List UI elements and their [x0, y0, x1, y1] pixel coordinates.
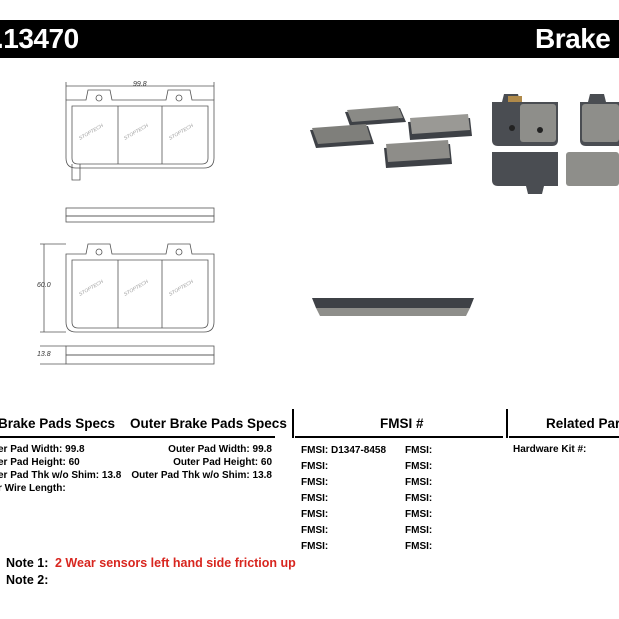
- fmsi-list-right: FMSI: FMSI: FMSI: FMSI: FMSI: FMSI: FMSI…: [405, 443, 432, 555]
- fmsi-entry: FMSI:: [405, 509, 433, 520]
- inner-specs-header: Brake Pads Specs: [0, 416, 116, 431]
- pad-technical-drawing: STOPTECH STOPTECH STOPTECH STOPTECH STOP…: [40, 82, 215, 365]
- outer-pad-height: Outer Pad Height: 60: [173, 457, 272, 468]
- fmsi-header: FMSI #: [380, 416, 424, 431]
- svg-text:STOPTECH: STOPTECH: [78, 279, 105, 298]
- related-rule: [509, 436, 619, 438]
- specs-rule: [0, 436, 275, 438]
- fmsi-entry: FMSI:: [301, 493, 329, 504]
- thickness-dimension: 13.8: [37, 351, 51, 358]
- fmsi-entry: FMSI:: [405, 541, 433, 552]
- inner-pad-height: er Pad Height: 60: [0, 457, 80, 468]
- fmsi-entry: FMSI:: [405, 525, 433, 536]
- pad-set-photo: [310, 106, 472, 168]
- svg-text:STOPTECH: STOPTECH: [168, 279, 195, 298]
- width-dimension: 99.8: [133, 81, 147, 88]
- pad-flat-photo: [492, 94, 619, 194]
- outer-specs-header: Outer Brake Pads Specs: [130, 416, 287, 431]
- inner-specs-list: er Pad Width: 99.8 er Pad Height: 60 er …: [0, 443, 121, 495]
- column-divider: [292, 409, 294, 438]
- outer-pad-thickness: Outer Pad Thk w/o Shim: 13.8: [131, 470, 272, 481]
- height-dimension: 60.0: [37, 282, 51, 289]
- fmsi-entry: FMSI: D1347-8458: [301, 445, 387, 456]
- pad-side-photo: [312, 298, 474, 316]
- outer-specs-list: Outer Pad Width: 99.8 Outer Pad Height: …: [126, 443, 272, 482]
- fmsi-entry: FMSI:: [405, 477, 433, 488]
- header-bar: [0, 20, 619, 58]
- fmsi-entry: FMSI:: [301, 461, 329, 472]
- fmsi-entry: FMSI:: [301, 525, 329, 536]
- inner-wire-length: r Wire Length:: [0, 483, 66, 494]
- svg-text:STOPTECH: STOPTECH: [78, 123, 105, 142]
- svg-text:STOPTECH: STOPTECH: [123, 123, 150, 142]
- fmsi-entry: FMSI:: [301, 541, 329, 552]
- inner-pad-width: er Pad Width: 99.8: [0, 444, 85, 455]
- fmsi-entry: FMSI:: [301, 509, 329, 520]
- fmsi-entry: FMSI:: [405, 445, 433, 456]
- product-title: Brake P: [535, 23, 619, 54]
- fmsi-entry: FMSI:: [301, 477, 329, 488]
- inner-pad-thickness: er Pad Thk w/o Shim: 13.8: [0, 470, 122, 481]
- related-parts-header: Related Par: [546, 416, 619, 431]
- svg-text:STOPTECH: STOPTECH: [123, 279, 150, 298]
- note1-text: 2 Wear sensors left hand side friction u…: [55, 556, 296, 570]
- note1-label: Note 1:: [6, 556, 49, 570]
- column-divider: [506, 409, 508, 438]
- fmsi-rule: [295, 436, 503, 438]
- fmsi-entry: FMSI:: [405, 493, 433, 504]
- fmsi-entry: FMSI:: [405, 461, 433, 472]
- hardware-kit-label: Hardware Kit #:: [513, 444, 587, 455]
- part-number: .13470: [0, 23, 79, 54]
- note2-label: Note 2:: [6, 573, 49, 587]
- svg-text:STOPTECH: STOPTECH: [168, 123, 195, 142]
- fmsi-list-left: FMSI: D1347-8458 FMSI: FMSI: FMSI: FMSI:…: [301, 443, 386, 555]
- outer-pad-width: Outer Pad Width: 99.8: [168, 444, 272, 455]
